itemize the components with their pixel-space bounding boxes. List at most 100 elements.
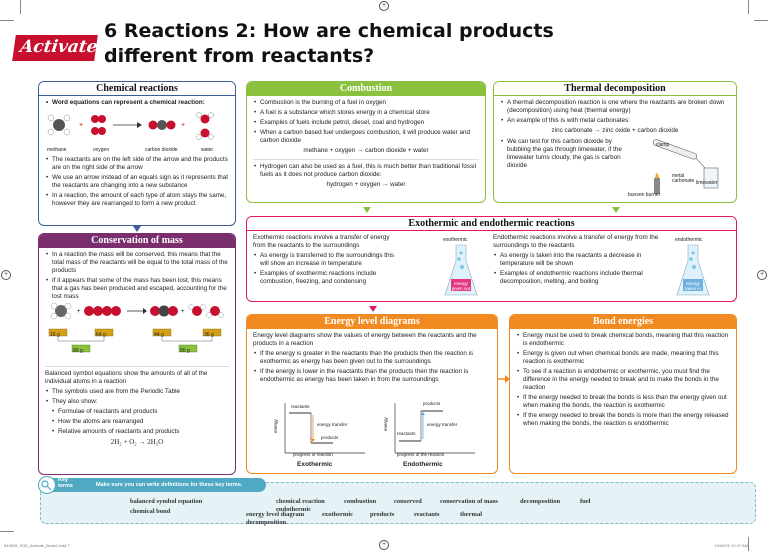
label-bunsen: bunsen burner [628, 192, 661, 198]
exo-intro: Exothermic reactions involve a transfer … [253, 234, 390, 249]
chemical-bullet: In a reaction, the amount of each type o… [45, 192, 229, 208]
key-term: combustion [344, 498, 377, 505]
combustion-bullet: A fuel is a substance which stores energ… [253, 109, 479, 117]
conservation-bullet: If it appears that some of the mass has … [45, 277, 229, 301]
key-term: chemical bond [130, 508, 171, 515]
endo-bullet: As energy is taken into the reactants a … [493, 252, 671, 268]
balanced-equation: 2H₂ + O₂ → 2H₂O [110, 438, 164, 446]
exo-caption: Exothermic [297, 461, 333, 468]
conservation-sub: How the atoms are rearranged [51, 418, 229, 426]
mass-sum-label: 80 g [180, 348, 190, 354]
energy-level-box: Energy level diagrams Energy level diagr… [246, 314, 498, 474]
label-limewater: limewater [696, 180, 718, 186]
energy-level-header: Energy level diagrams [247, 315, 497, 329]
key-term: decomposition [246, 519, 287, 526]
key-term: endothermic [276, 506, 312, 513]
combustion-header: Combustion [247, 82, 485, 96]
thermal-bullet: A thermal decomposition reaction is one … [500, 99, 730, 115]
exo-transfer-label: energy transfer [317, 422, 348, 427]
key-term: conserved [394, 498, 422, 505]
label-carbon-dioxide: carbon dioxide [145, 147, 178, 153]
mass-label: 36 g [204, 332, 214, 338]
crop-mark [754, 20, 768, 21]
chemical-bullet: The reactants are on the left side of th… [45, 156, 229, 172]
key-terms-instruction: Make sure you can write definitions for … [96, 482, 243, 488]
exo-reactants-label: reactants [291, 404, 310, 409]
thermal-decomposition-box: Thermal decomposition A thermal decompos… [493, 81, 737, 203]
endothermic-energy-diagram [394, 403, 475, 454]
registration-mark: + [1, 270, 11, 280]
bond-energies-header: Bond energies [510, 315, 736, 329]
endo-xaxis-label: progress of the reaction [397, 452, 445, 457]
label-oxygen: oxygen [93, 147, 110, 153]
exo-flask-label: energy given out [451, 281, 471, 291]
bond-bullet: Energy is given out when chemical bonds … [516, 350, 730, 366]
chemical-bullet: We use an arrow instead of an equals sig… [45, 174, 229, 190]
endo-caption: Endothermic [403, 461, 443, 468]
label-clamp: clamp [656, 142, 670, 148]
chemical-reactions-box: Chemical reactions Word equations can re… [38, 81, 236, 226]
conservation-bullet: In a reaction the mass will be conserved… [45, 251, 229, 275]
exothermic-energy-diagram [284, 403, 365, 454]
title-line-2: different from reactants? [104, 45, 375, 67]
combustion-box: Combustion Combustion is the burning of … [246, 81, 486, 203]
bond-bullet: Energy must be used to break chemical bo… [516, 332, 730, 348]
conservation-sub: Relative amounts of reactants and produc… [51, 428, 229, 436]
crop-mark [20, 0, 21, 14]
thermal-bullet: We can test for this carbon dioxide by b… [500, 138, 628, 170]
arrow-combustion-to-exo [363, 207, 371, 213]
label-water: water [201, 147, 214, 153]
mass-label: 44 g [154, 332, 164, 338]
conservation-bullet: They also show: [45, 398, 229, 406]
key-term: reactants [414, 511, 440, 518]
arrow-thermal-to-exo [612, 207, 620, 213]
endo-yaxis-label: energy [383, 417, 388, 431]
key-term: balanced symbol equation [130, 498, 203, 505]
exo-bullet: Examples of exothermic reactions include… [253, 270, 403, 286]
combustion-bullet: Combustion is the burning of a fuel in o… [253, 99, 479, 107]
chemical-intro: Word equations can represent a chemical … [45, 99, 229, 107]
arrow-energy-to-bond [498, 375, 510, 383]
endo-flask-icon [676, 244, 710, 296]
mass-sum-label: 80 g [73, 348, 83, 354]
bond-bullet: If the energy needed to break the bonds … [516, 412, 730, 428]
mass-label: 16 g [50, 332, 60, 338]
exo-xaxis-label: progress of reaction [293, 452, 333, 457]
footer-timestamp: 10/04/20 10:47 AM [714, 543, 748, 548]
endo-bullet: Examples of endothermic reactions includ… [493, 270, 671, 286]
mass-label: 64 g [96, 332, 106, 338]
exo-products-label: products [321, 435, 339, 440]
thermal-equation: zinc carbonate → zinc oxide + carbon dio… [551, 127, 679, 134]
crop-mark [0, 531, 14, 532]
conservation-mass-diagram: + + [48, 302, 224, 353]
conservation-sub: Formulae of reactants and products [51, 408, 229, 416]
combustion-bullet: Hydrogen can also be used as a fuel, thi… [253, 163, 479, 179]
activate-badge: Activate [12, 35, 99, 61]
key-term: chemical reaction [276, 498, 325, 505]
conservation-of-mass-box: Conservation of mass In a reaction the m… [38, 233, 236, 475]
methane-oxygen-diagram: + + [47, 112, 214, 140]
svg-text:+: + [79, 122, 83, 129]
registration-mark: + [379, 1, 389, 11]
key-terms-bar [40, 478, 266, 492]
energy-bullet: If the energy is greater in the reactant… [253, 350, 491, 366]
key-terms-label: Key terms [58, 477, 73, 489]
footer-filename: 843905_SG6_Activate_Book2.indd 7 [4, 543, 70, 548]
energy-intro: Energy level diagrams show the values of… [253, 332, 477, 347]
thermal-bullet: An example of this is with metal carbona… [500, 117, 730, 125]
conservation-header: Conservation of mass [39, 234, 235, 248]
combustion-equation: methane + oxygen → carbon dioxide + wate… [303, 147, 429, 154]
svg-text:+: + [181, 122, 185, 129]
exo-flask-icon [444, 244, 478, 296]
crop-mark [0, 20, 14, 21]
label-methane: methane [47, 147, 67, 153]
svg-text:+: + [181, 309, 185, 315]
thermal-header: Thermal decomposition [494, 82, 736, 96]
svg-text:+: + [77, 309, 81, 315]
thermal-apparatus-diagram [652, 139, 719, 194]
crop-mark [748, 537, 749, 551]
combustion-bullet: When a carbon based fuel undergoes combu… [253, 129, 479, 145]
endo-intro: Endothermic reactions involve a transfer… [493, 234, 659, 249]
combustion-bullet: Examples of fuels include petrol, diesel… [253, 119, 479, 127]
crop-mark [748, 0, 749, 14]
